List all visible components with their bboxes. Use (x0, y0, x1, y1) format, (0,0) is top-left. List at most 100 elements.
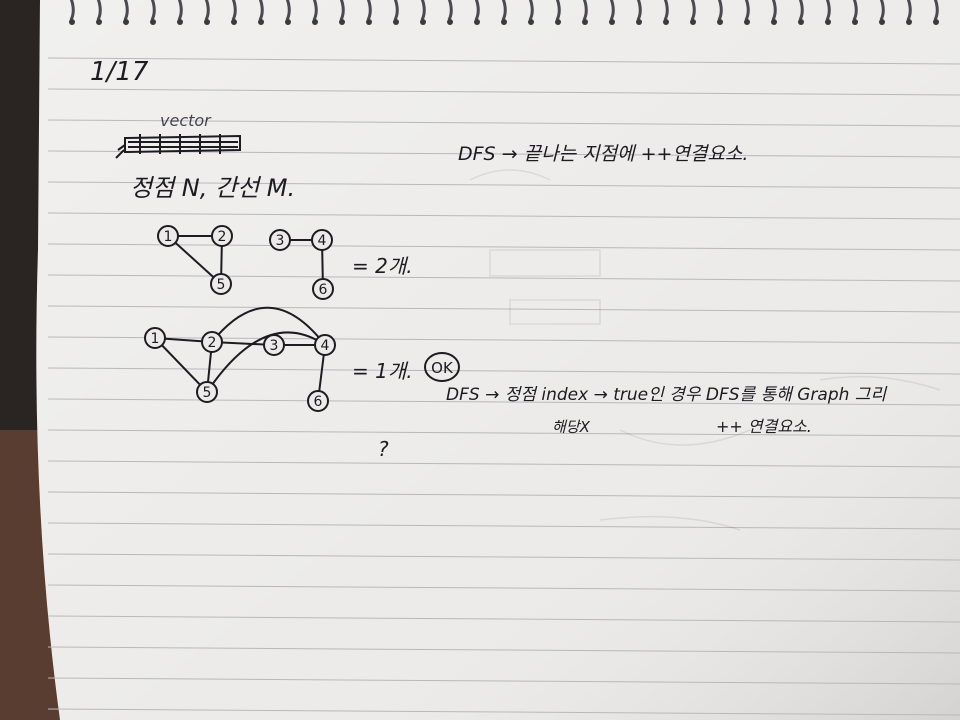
ruled-line (47, 553, 960, 561)
ruled-line (47, 677, 960, 685)
graph-node (211, 225, 233, 247)
graph-node-label: 5 (217, 277, 226, 293)
spiral-hole (393, 19, 399, 25)
ruled-line (47, 522, 960, 530)
ruled-line (47, 88, 960, 96)
dfs-note: DFS → 끝나는 지점에 ++연결요소. (458, 143, 748, 165)
spiral-hole (420, 19, 426, 25)
spiral-binding (69, 0, 939, 25)
graph-edge (167, 235, 222, 285)
spiral-hole (744, 19, 750, 25)
crossed-array-sketch (115, 134, 241, 159)
spiral-coil (312, 0, 318, 21)
spiral-hole (366, 19, 372, 25)
spiral-coil (609, 0, 615, 21)
spiral-hole (717, 19, 723, 25)
ruled-line (47, 646, 960, 654)
spiral-coil (852, 0, 858, 21)
spiral-hole (96, 19, 102, 25)
spiral-hole (474, 19, 480, 25)
spiral-coil (69, 0, 75, 21)
crossed-word: vector (160, 111, 212, 130)
spiral-coil (204, 0, 210, 21)
spiral-coil (123, 0, 129, 21)
graph-node-label: 3 (276, 233, 285, 249)
ruled-line (47, 181, 960, 189)
spiral-hole (798, 19, 804, 25)
ruled-line (47, 212, 960, 220)
graph-node (144, 327, 166, 349)
graph-node (307, 390, 329, 412)
spiral-coil (555, 0, 561, 21)
graph-edge (211, 306, 326, 346)
spiral-hole (123, 19, 129, 25)
graph-node-label: 6 (314, 394, 323, 410)
spiral-coil (879, 0, 885, 21)
spiral-coil (285, 0, 291, 21)
spiral-hole (879, 19, 885, 25)
graph-node-label: 2 (218, 229, 227, 245)
ruled-line (47, 584, 960, 592)
ok-circle (424, 352, 460, 382)
graph-node (157, 225, 179, 247)
spiral-hole (555, 19, 561, 25)
spiral-coil (177, 0, 183, 21)
spiral-coil (258, 0, 264, 21)
graph-node (201, 331, 223, 353)
ruled-line (47, 615, 960, 623)
dfs-note-two: DFS → 정점 index → true인 경우 DFS를 통해 Graph … (446, 385, 887, 405)
spiral-hole (771, 19, 777, 25)
graph-edge (206, 331, 326, 393)
graph-node-label: 4 (318, 233, 327, 249)
spiral-coil (636, 0, 642, 21)
spiral-coil (339, 0, 345, 21)
bleed-through (469, 169, 941, 531)
graph-node-label: 1 (164, 229, 173, 245)
spiral-hole (663, 19, 669, 25)
spiral-coil (663, 0, 669, 21)
spiral-coil (420, 0, 426, 21)
spiral-coil (150, 0, 156, 21)
graph-node (312, 278, 334, 300)
spiral-coil (798, 0, 804, 21)
graph-edge (154, 337, 208, 393)
spiral-coil (366, 0, 372, 21)
spiral-coil (906, 0, 912, 21)
graph-node (196, 381, 218, 403)
spiral-coil (447, 0, 453, 21)
graph-node-label: 4 (321, 338, 330, 354)
graph-node (210, 273, 232, 295)
spiral-hole (69, 19, 75, 25)
date-label: 1/17 (90, 57, 149, 87)
spiral-coil (717, 0, 723, 21)
notebook-page (36, 0, 960, 720)
ruled-line (47, 367, 960, 375)
ruled-line (47, 274, 960, 282)
spiral-coil (501, 0, 507, 21)
spiral-coil (933, 0, 939, 21)
graph-one-result: = 2개. (352, 254, 413, 278)
graph-two-result: = 1개. (352, 359, 413, 383)
ruled-line (47, 429, 960, 437)
spiral-hole (204, 19, 210, 25)
spiral-hole (501, 19, 507, 25)
spiral-coil (744, 0, 750, 21)
graph-node-label: 3 (270, 338, 279, 354)
ruled-line (47, 491, 960, 499)
spiral-coil (582, 0, 588, 21)
spiral-coil (825, 0, 831, 21)
heading-text: 정점 N, 간선 M. (130, 174, 295, 202)
spiral-coil (231, 0, 237, 21)
ok-mark: OK (431, 359, 454, 377)
graph-node (311, 229, 333, 251)
ruled-line (47, 460, 960, 468)
spiral-coil (96, 0, 102, 21)
spiral-hole (339, 19, 345, 25)
graph-node-label: 1 (151, 331, 160, 347)
spiral-hole (825, 19, 831, 25)
spiral-hole (177, 19, 183, 25)
spiral-coil (528, 0, 534, 21)
ruled-line (47, 708, 960, 716)
graph-node-label: 2 (208, 335, 217, 351)
dfs-note-two-count: ++ 연결요소. (716, 417, 812, 436)
